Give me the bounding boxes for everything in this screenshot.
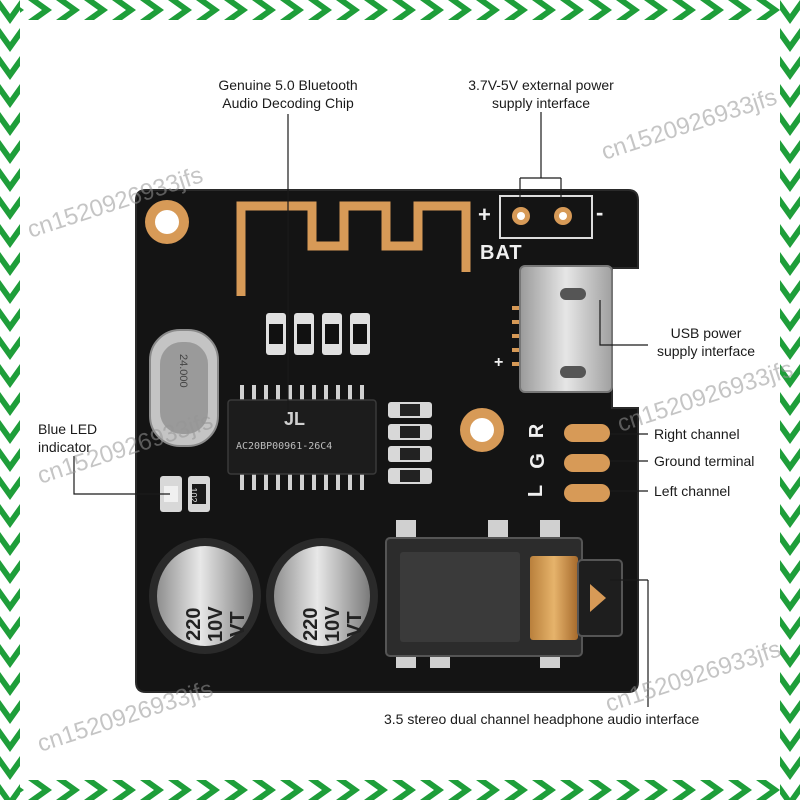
callout-chip-line1: Genuine 5.0 Bluetooth [218,77,358,93]
callout-usb-line1: USB power [670,325,742,341]
callout-led-line1: Blue LED [38,421,98,437]
silk-channel-r: R [526,423,549,439]
callout-left-channel: Left channel [654,483,731,499]
capacitor-right-value: 220 [300,607,322,641]
capacitor-left-value: 220 [183,607,205,641]
silk-usb-plus: + [494,354,504,371]
callout-power-line1: 3.7V-5V external power [468,77,614,93]
callout-jack: 3.5 stereo dual channel headphone audio … [384,711,700,727]
callout-leaders [73,112,649,707]
silk-bat-label: BAT [480,242,523,264]
capacitor-left-series: VT [227,611,249,637]
pcb-board [135,189,639,693]
callout-power-line2: supply interface [491,95,591,111]
silk-minus: - [596,200,604,225]
capacitor-left-voltage: 10V [205,606,227,642]
callout-power: 3.7V-5V external power supply interface [444,76,638,112]
callout-chip-line2: Audio Decoding Chip [222,95,354,111]
callout-ground: Ground terminal [654,453,755,469]
crystal-marking: 24.000 [177,354,189,388]
silk-channel-l: L [525,484,548,498]
resistor-marking: 102 [188,487,199,503]
chip-logo: JL [284,409,306,429]
silk-plus: + [478,202,491,227]
capacitor-right-marking: 220 10V VT [300,606,366,642]
capacitor-right [266,538,378,654]
capacitor-left-marking: 220 10V VT [183,606,249,642]
chip-pins [240,385,364,490]
callout-chip: Genuine 5.0 Bluetooth Audio Decoding Chi… [200,76,376,112]
callout-led: Blue LED indicator [38,420,97,456]
silk-channel-g: G [526,453,549,469]
callout-usb-line2: supply interface [656,343,756,359]
capacitor-left [149,538,261,654]
capacitor-right-series: VT [344,611,366,637]
bluetooth-chip [227,399,377,475]
chip-marking: AC20BP00961-26C4 [236,441,333,452]
callout-usb: USB power supply interface [648,324,764,360]
capacitor-right-voltage: 10V [322,606,344,642]
audio-jack [385,520,623,668]
callout-led-line2: indicator [38,439,91,455]
callout-right-channel: Right channel [654,426,740,442]
usb-connector [512,265,613,393]
